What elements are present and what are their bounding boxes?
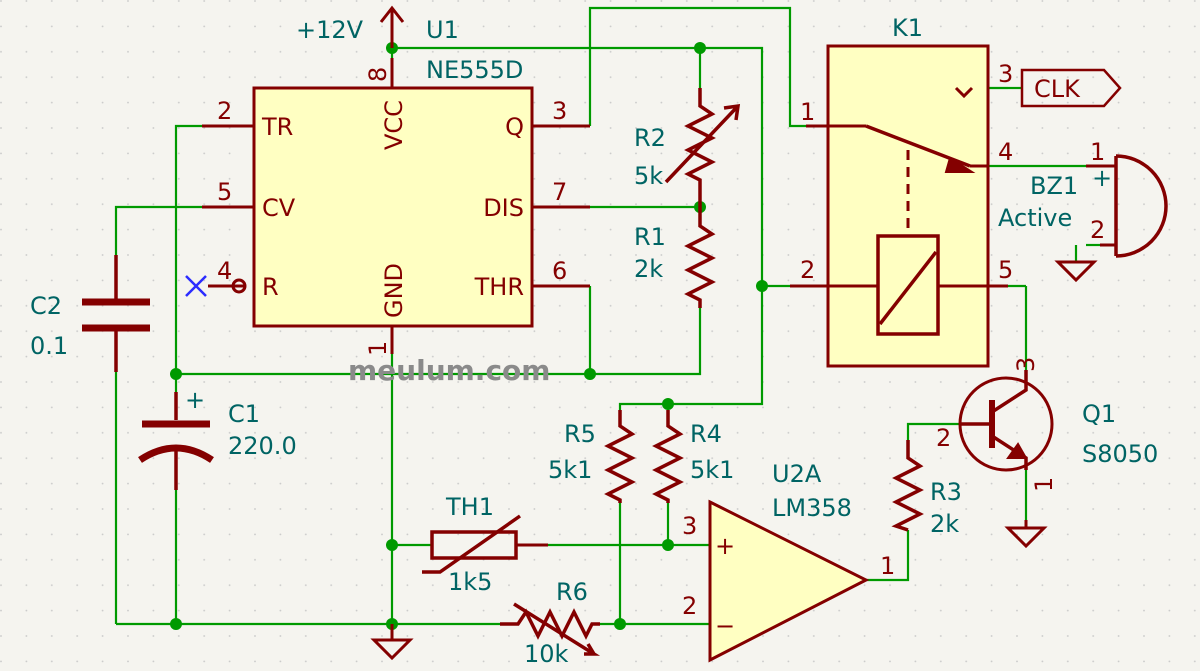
pin-num-q: 3 <box>552 97 567 125</box>
c2-capacitor: C2 0.1 <box>30 255 150 372</box>
pin-name-vcc: VCC <box>380 100 408 150</box>
bz1-pin1: 1 <box>1090 138 1105 166</box>
k1-pin4: 4 <box>998 138 1013 166</box>
u2a-minus: − <box>715 612 735 640</box>
junctions <box>170 42 768 630</box>
q1-npn-transistor: 2 3 1 Q1 S8050 <box>936 357 1158 492</box>
no-connect-icon <box>185 275 207 297</box>
c2-value: 0.1 <box>30 332 68 360</box>
junction-thr <box>584 368 596 380</box>
clk-text: CLK <box>1034 75 1081 103</box>
u2a-opamp: + − 3 2 1 U2A LM358 <box>682 460 895 663</box>
r4-resistor: R4 5k1 <box>652 410 734 503</box>
pin-num-dis: 7 <box>552 178 567 206</box>
ground-symbol-bz1 <box>1054 260 1098 283</box>
wires <box>114 6 1100 626</box>
bz1-plus: + <box>1092 164 1112 192</box>
r1-resistor: R1 2k <box>634 207 716 308</box>
r3-value: 2k <box>930 510 959 538</box>
u2a-ref: U2A <box>772 460 822 488</box>
bz1-ref: BZ1 <box>1030 172 1078 200</box>
q1-pin1: 1 <box>1030 477 1058 492</box>
vcc-power-symbol: +12V <box>296 5 405 48</box>
r1-ref: R1 <box>634 223 666 251</box>
r5-value: 5k1 <box>548 456 592 484</box>
pin-num-tr: 2 <box>217 97 232 125</box>
c2-ref: C2 <box>30 292 62 320</box>
c1-value: 220.0 <box>228 432 297 460</box>
watermark: meulum.com <box>348 354 550 387</box>
q1-pin3: 3 <box>1012 357 1040 372</box>
q1-value: S8050 <box>1082 440 1158 468</box>
pin-name-q: Q <box>505 113 524 141</box>
pin-num-gnd: 1 <box>364 341 392 356</box>
pin-name-gnd: GND <box>380 263 408 318</box>
junction-r4-top <box>662 398 674 410</box>
junction-plus <box>662 539 674 551</box>
r2-variable-resistor: R2 5k <box>634 88 741 207</box>
c1-electrolytic-capacitor: + C1 220.0 <box>138 386 297 490</box>
q1-pin2: 2 <box>936 424 951 452</box>
u2a-pin2: 2 <box>682 592 697 620</box>
k1-relay: K1 1 2 3 4 5 <box>790 14 1013 368</box>
pin-name-cv: CV <box>262 194 296 222</box>
ground-symbol-main <box>370 624 414 661</box>
r1-value: 2k <box>634 255 663 283</box>
pin-num-thr: 6 <box>552 257 567 285</box>
junction-r2-top <box>694 42 706 54</box>
clk-global-label: CLK <box>1020 68 1122 108</box>
k1-pin1: 1 <box>800 98 815 126</box>
junction-th1-left <box>386 539 398 551</box>
r6-ref: R6 <box>556 578 588 606</box>
u2a-pin1: 1 <box>880 552 895 580</box>
junction-minus <box>614 618 626 630</box>
pin-name-thr: THR <box>474 273 524 301</box>
u2a-pin3: 3 <box>682 512 697 540</box>
bz1-value: Active <box>998 204 1072 232</box>
k1-pin5: 5 <box>998 256 1013 284</box>
pin-name-r: R <box>262 273 279 301</box>
junction-c1-bottom <box>170 618 182 630</box>
r2-value: 5k <box>634 162 663 190</box>
c1-plus: + <box>185 386 205 414</box>
junction-c1-top <box>170 368 182 380</box>
k1-pin2: 2 <box>800 256 815 284</box>
junction-relay-2 <box>756 280 768 292</box>
pin-num-cv: 5 <box>217 178 232 206</box>
pin-num-vcc: 8 <box>364 67 392 82</box>
r2-ref: R2 <box>634 124 666 152</box>
r6-value: 10k <box>524 640 569 668</box>
r3-ref: R3 <box>930 478 962 506</box>
q1-ref: Q1 <box>1082 400 1116 428</box>
u2a-plus: + <box>715 532 735 560</box>
r5-resistor: R5 5k1 <box>548 410 636 503</box>
r3-resistor: R3 2k <box>891 440 962 538</box>
c1-ref: C1 <box>228 400 260 428</box>
r5-ref: R5 <box>564 420 596 448</box>
r4-value: 5k1 <box>690 456 734 484</box>
th1-thermistor: TH1 1k5 <box>422 493 548 596</box>
k1-ref: K1 <box>892 14 923 42</box>
u1-body <box>252 86 534 328</box>
pin-name-dis: DIS <box>483 194 524 222</box>
pin-num-r: 4 <box>217 257 232 285</box>
u1-value: NE555D <box>426 56 523 84</box>
bz1-pin2: 2 <box>1090 216 1105 244</box>
r4-ref: R4 <box>690 420 722 448</box>
k1-pin3: 3 <box>998 60 1013 88</box>
pin-name-tr: TR <box>261 113 293 141</box>
reset-inverter-bubble <box>231 278 247 294</box>
u1-ne555: TR CV R Q DIS THR VCC GND 2 5 4 3 7 6 8 … <box>185 16 590 356</box>
ground-symbol-q1 <box>1004 520 1048 549</box>
u2a-value: LM358 <box>772 494 852 522</box>
th1-value: 1k5 <box>448 568 492 596</box>
vcc-label: +12V <box>296 16 364 44</box>
bz1-buzzer: 1 2 + BZ1 Active <box>998 138 1168 258</box>
u1-ref: U1 <box>426 16 459 44</box>
th1-ref: TH1 <box>445 493 494 521</box>
r6-variable-resistor: R6 10k <box>500 578 601 668</box>
